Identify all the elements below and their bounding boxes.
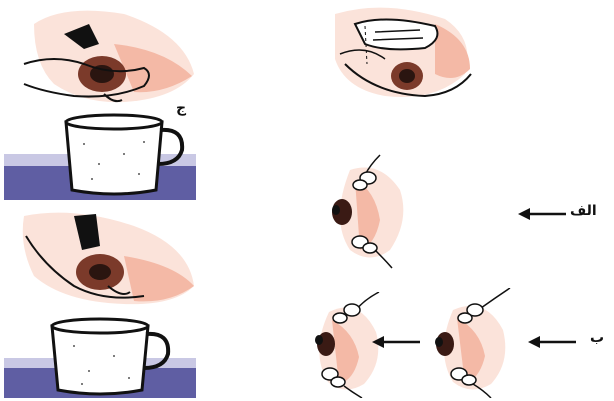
fingers-on-areola-icon [320,150,410,270]
label-jim: ج [176,100,186,116]
hand-expressing-milk-into-cup-icon [4,4,196,200]
single-breast-panel [320,150,410,270]
hand-expressing-milk-into-cup-icon [4,206,196,398]
arrow-left-icon [518,206,566,220]
fingers-on-areola-icon [425,288,515,398]
arrow-left-icon [528,334,576,348]
cup-panel-top [4,4,196,200]
breast-pair-right-panel [425,288,515,398]
arrow-left-icon [372,334,420,348]
cup-panel-bottom [4,206,196,398]
hand-supporting-breast-icon [325,4,475,104]
label-be: ب [590,330,604,346]
label-alef: الف [570,203,597,219]
hand-on-breast-panel [325,4,475,104]
